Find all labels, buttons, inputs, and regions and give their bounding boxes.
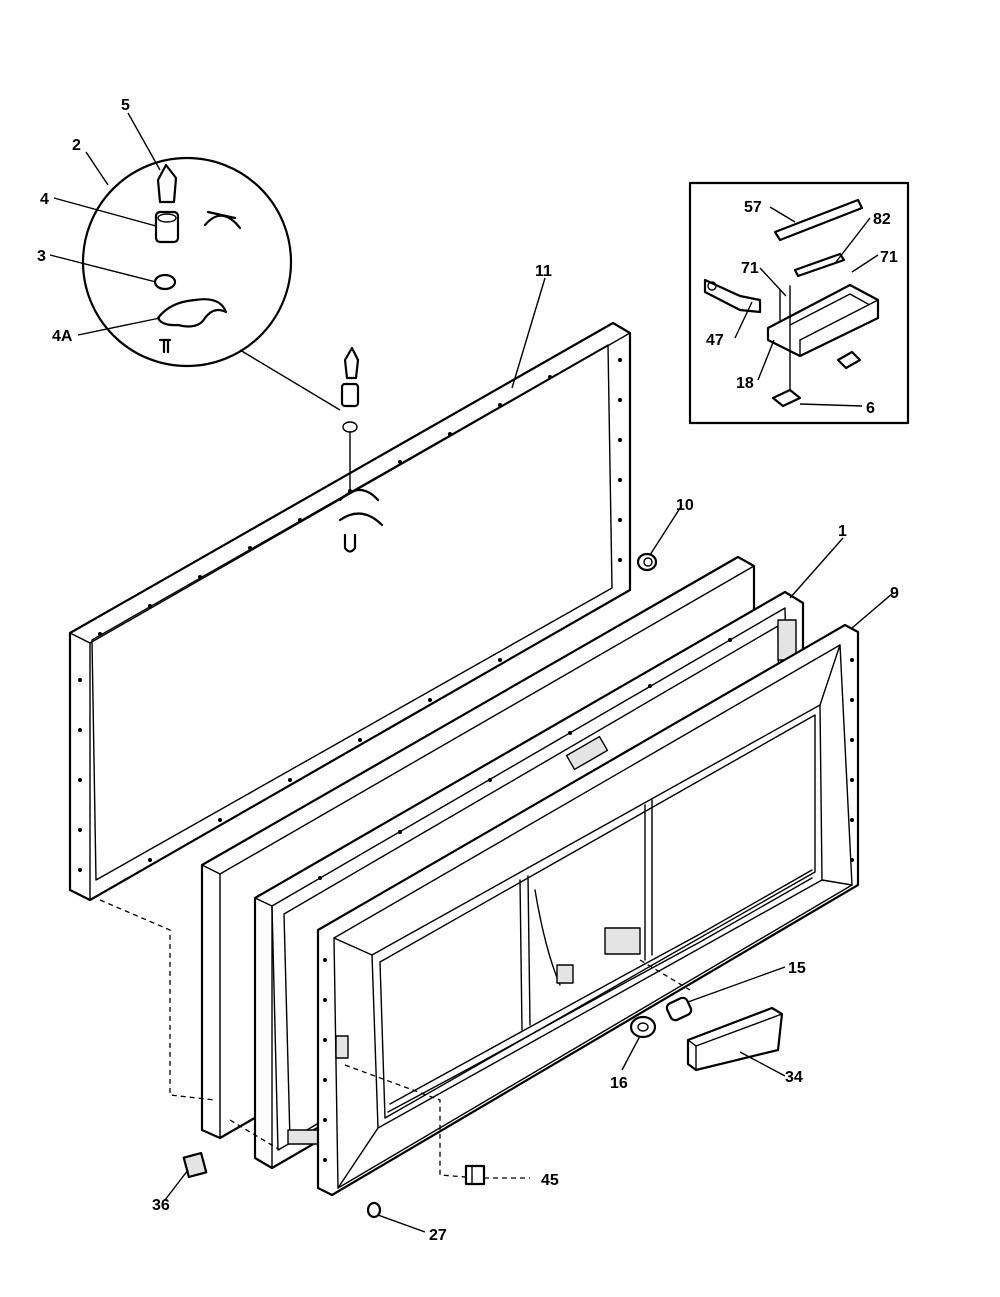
callout-leaders xyxy=(49,112,894,1233)
callout-9: 9 xyxy=(890,585,899,602)
callout-71-left: 71 xyxy=(741,260,759,277)
part-16-lock xyxy=(629,1015,657,1039)
dashed-leader-16 xyxy=(639,959,691,991)
callout-47: 47 xyxy=(706,332,724,349)
callout-45: 45 xyxy=(541,1172,559,1189)
callout-5: 5 xyxy=(121,97,130,114)
part-2-hinge-detail xyxy=(81,156,293,368)
dashed-leader-45 xyxy=(344,1064,467,1178)
callout-4a: 4A xyxy=(52,328,73,345)
callout-labels: 5 2 4 3 4A 11 10 1 9 15 16 34 45 36 27 5… xyxy=(37,97,899,1244)
callout-10: 10 xyxy=(676,497,694,514)
callout-4: 4 xyxy=(40,191,49,208)
callout-11: 11 xyxy=(535,263,552,280)
part-10-bumper xyxy=(636,552,658,572)
callout-82: 82 xyxy=(873,211,891,228)
hinge-assembly xyxy=(338,346,384,553)
callout-6: 6 xyxy=(866,400,875,417)
part-9-door-liner xyxy=(316,623,860,1197)
callout-1: 1 xyxy=(838,523,847,540)
part-36-clip xyxy=(182,1151,208,1179)
detail-connector-line xyxy=(239,349,341,411)
part-45-bracket xyxy=(464,1164,486,1186)
callout-36: 36 xyxy=(152,1197,170,1214)
part-11-gasket xyxy=(68,321,632,902)
callout-34: 34 xyxy=(785,1069,803,1086)
callout-3: 3 xyxy=(37,248,46,265)
callout-18: 18 xyxy=(736,375,754,392)
part-34-handle xyxy=(686,1006,784,1072)
callout-16: 16 xyxy=(610,1075,628,1092)
lock-detail-inset xyxy=(688,181,910,425)
dashed-leader-panel xyxy=(229,1119,281,1151)
callout-27: 27 xyxy=(429,1227,447,1244)
callout-15: 15 xyxy=(788,960,806,977)
callout-2: 2 xyxy=(72,137,81,154)
dashed-leader-gasket xyxy=(99,899,216,1101)
callout-57: 57 xyxy=(744,199,762,216)
callout-71-right: 71 xyxy=(880,249,898,266)
part-15-cylinder xyxy=(665,996,693,1022)
part-27-screw xyxy=(366,1201,382,1219)
